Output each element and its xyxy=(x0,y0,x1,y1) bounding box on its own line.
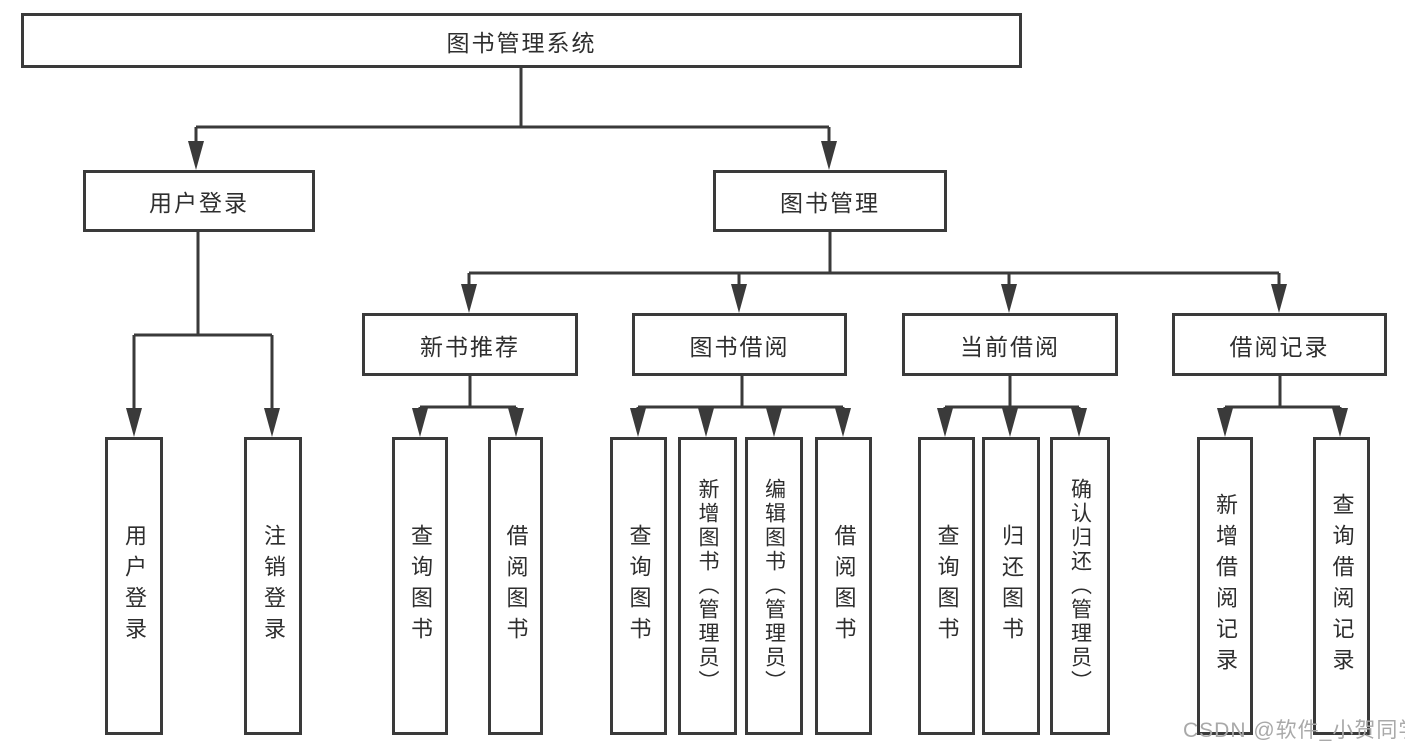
arrow-down-icon xyxy=(188,141,204,170)
node-label: 查询图书 xyxy=(408,524,433,648)
connector-currentborrow-to-children xyxy=(937,376,1087,437)
connector-userlogin-to-children xyxy=(126,232,280,437)
connector-borrowrecord-to-children xyxy=(1217,376,1348,437)
connector-newbookrec-to-children xyxy=(412,376,524,437)
node-label: 编辑图书（管理员） xyxy=(762,478,786,694)
node-label: 查询图书 xyxy=(934,524,960,648)
arrow-down-icon xyxy=(630,408,646,437)
node-new-book-recommend: 新书推荐 xyxy=(362,313,578,376)
arrow-down-icon xyxy=(126,408,142,437)
node-root: 图书管理系统 xyxy=(21,13,1022,68)
arrow-down-icon xyxy=(412,408,428,437)
csdn-watermark: CSDN @软件_小贺同学 xyxy=(1183,719,1405,742)
arrow-down-icon xyxy=(1217,408,1233,437)
arrow-down-icon xyxy=(766,408,782,437)
arrow-down-icon xyxy=(698,408,714,437)
arrow-down-icon xyxy=(835,408,851,437)
node-label: 新增图书（管理员） xyxy=(696,478,719,694)
node-label: 新增借阅记录 xyxy=(1213,493,1238,679)
node-borrow-record: 借阅记录 xyxy=(1172,313,1387,376)
node-leaf-rec-borrow-book: 借阅图书 xyxy=(488,437,543,735)
node-label: 归还图书 xyxy=(999,524,1024,648)
node-book-management: 图书管理 xyxy=(713,170,947,232)
arrow-down-icon xyxy=(937,408,953,437)
node-book-borrow: 图书借阅 xyxy=(632,313,847,376)
arrow-down-icon xyxy=(821,141,837,170)
arrow-down-icon xyxy=(1002,408,1018,437)
node-leaf-logout: 注销登录 xyxy=(244,437,302,735)
node-label: 用户登录 xyxy=(122,524,147,648)
node-label: 借阅图书 xyxy=(831,524,857,648)
node-label: 确认归还（管理员） xyxy=(1068,478,1092,694)
arrow-down-icon xyxy=(508,408,524,437)
arrow-down-icon xyxy=(1071,408,1087,437)
node-leaf-rec-query-book: 查询图书 xyxy=(392,437,448,735)
node-user-login: 用户登录 xyxy=(83,170,315,232)
node-leaf-cb-query-book: 查询图书 xyxy=(918,437,975,735)
connector-root-to-level2 xyxy=(188,68,837,170)
arrow-down-icon xyxy=(461,284,477,313)
node-label: 借阅图书 xyxy=(503,524,529,648)
arrow-down-icon xyxy=(731,284,747,313)
node-leaf-user-login: 用户登录 xyxy=(105,437,163,735)
node-leaf-br-query-record: 查询借阅记录 xyxy=(1313,437,1370,735)
connector-bookborrow-to-children xyxy=(630,376,851,437)
node-leaf-cb-return-book: 归还图书 xyxy=(982,437,1040,735)
node-leaf-br-add-record: 新增借阅记录 xyxy=(1197,437,1253,735)
connector-bookmgmt-to-level3 xyxy=(461,232,1287,313)
arrow-down-icon xyxy=(1001,284,1017,313)
arrow-down-icon xyxy=(1332,408,1348,437)
node-leaf-cb-confirm-return-admin: 确认归还（管理员） xyxy=(1050,437,1110,735)
node-label: 查询图书 xyxy=(626,524,652,648)
node-current-borrow: 当前借阅 xyxy=(902,313,1118,376)
node-leaf-bb-edit-book-admin: 编辑图书（管理员） xyxy=(745,437,803,735)
node-label: 查询借阅记录 xyxy=(1329,493,1355,679)
arrow-down-icon xyxy=(264,408,280,437)
node-leaf-bb-add-book-admin: 新增图书（管理员） xyxy=(678,437,737,735)
node-label: 注销登录 xyxy=(261,524,286,648)
node-leaf-bb-query-book: 查询图书 xyxy=(610,437,667,735)
node-leaf-bb-borrow-book: 借阅图书 xyxy=(815,437,872,735)
arrow-down-icon xyxy=(1271,284,1287,313)
